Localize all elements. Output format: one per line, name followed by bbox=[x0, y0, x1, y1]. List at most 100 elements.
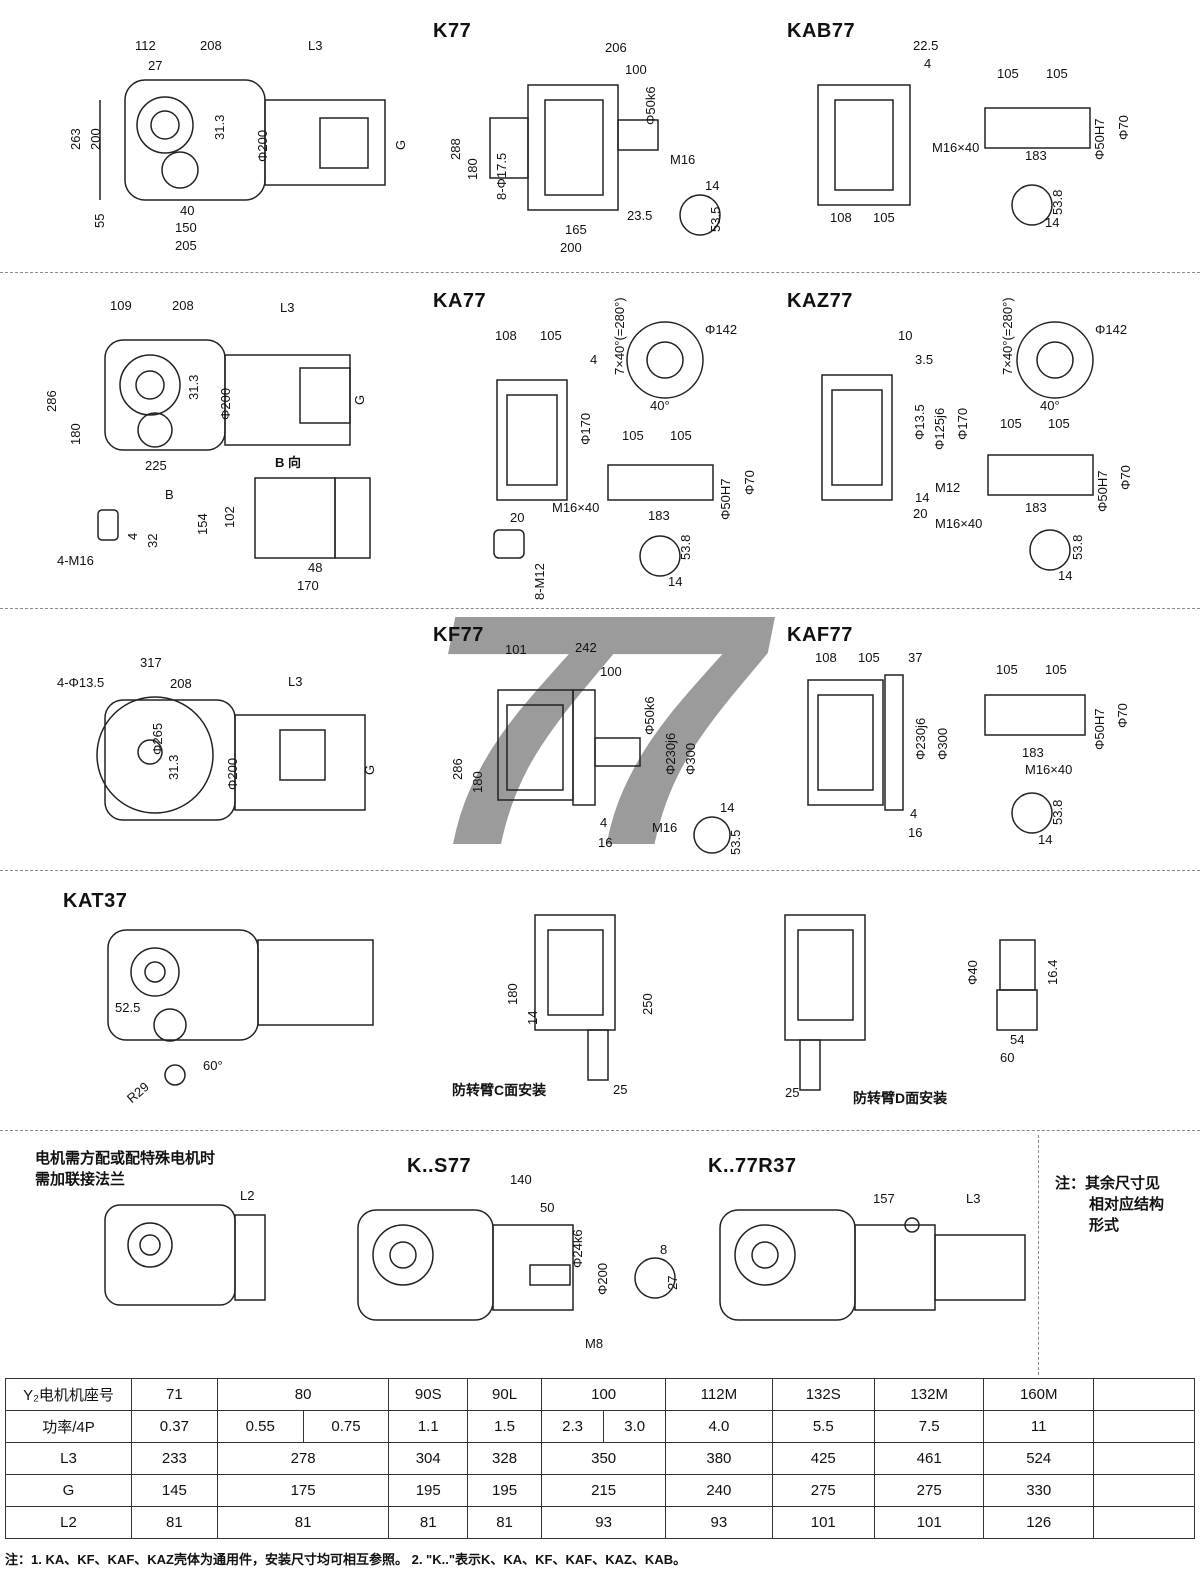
dim-label: 105 bbox=[873, 210, 895, 225]
dim-label: 105 bbox=[622, 428, 644, 443]
k77-front-view bbox=[489, 84, 721, 236]
dim-label: 20 bbox=[510, 510, 525, 525]
dim-label: 53.8 bbox=[1050, 799, 1065, 825]
title-ks77: K..S77 bbox=[407, 1155, 472, 1177]
dim-label: 8-M12 bbox=[532, 563, 547, 600]
dim-label: 7×40°(=280°) bbox=[612, 297, 627, 375]
section-divider bbox=[0, 870, 1200, 871]
torque-arm-c-label: 防转臂C面安装 bbox=[452, 1082, 547, 1098]
dim-label: 242 bbox=[575, 640, 597, 655]
dim-label: 105 bbox=[540, 328, 562, 343]
dim-label: 109 bbox=[110, 298, 132, 313]
table-empty-cell bbox=[1093, 1410, 1195, 1443]
dim-label: 25 bbox=[613, 1082, 628, 1097]
table-cell: 1.5 bbox=[467, 1410, 543, 1443]
table-empty-cell bbox=[1093, 1474, 1195, 1507]
table-cell: 461 bbox=[873, 1442, 985, 1475]
ka77-front-view bbox=[493, 321, 714, 577]
dim-label: 4 bbox=[590, 352, 598, 367]
dim-label: 105 bbox=[1046, 66, 1068, 81]
dim-label: 317 bbox=[140, 655, 162, 670]
dim-label: Φ200 bbox=[225, 757, 240, 790]
table-cell: 425 bbox=[771, 1442, 875, 1475]
dim-label: 54 bbox=[1010, 1032, 1025, 1047]
table-cell: 0.37 bbox=[131, 1410, 218, 1443]
dim-label: 27 bbox=[148, 58, 163, 73]
table-cell: 1.1 bbox=[388, 1410, 469, 1443]
dim-label: 180 bbox=[470, 771, 485, 793]
table-cell: 93 bbox=[665, 1506, 773, 1539]
k77-side-view bbox=[99, 79, 386, 201]
dim-label: 263 bbox=[68, 128, 83, 150]
dim-label: 20 bbox=[913, 506, 928, 521]
dim-label: 180 bbox=[465, 158, 480, 180]
dim-label: 14 bbox=[705, 178, 720, 193]
dim-label: 225 bbox=[145, 458, 167, 473]
dim-label: 208 bbox=[170, 676, 192, 691]
dim-label: 183 bbox=[1025, 500, 1047, 515]
dim-label: 108 bbox=[815, 650, 837, 665]
dim-label: L3 bbox=[288, 674, 303, 689]
title-k77: K77 bbox=[433, 20, 472, 42]
table-cell: 5.5 bbox=[771, 1410, 875, 1443]
dim-label: Φ40 bbox=[965, 960, 980, 985]
torque-arm-d-label: 防转臂D面安装 bbox=[853, 1090, 948, 1106]
dim-label: 140 bbox=[510, 1172, 532, 1187]
dim-label: 10 bbox=[898, 328, 913, 343]
title-ka77: KA77 bbox=[433, 290, 487, 312]
dim-label: M16 bbox=[652, 820, 678, 835]
dim-label: Φ230j6 bbox=[913, 717, 928, 760]
table-cell: 0.55 bbox=[216, 1410, 304, 1443]
dim-label: G bbox=[393, 139, 408, 150]
dim-label: 53.8 bbox=[678, 534, 693, 560]
dim-label: M16×40 bbox=[935, 516, 983, 531]
table-cell: 195 bbox=[467, 1474, 543, 1507]
dim-label: 4 bbox=[125, 532, 140, 540]
dim-label: Φ70 bbox=[1116, 115, 1131, 140]
table-cell: 81 bbox=[131, 1506, 218, 1539]
dim-label: 16 bbox=[598, 835, 613, 850]
dim-label: 40 bbox=[180, 203, 195, 218]
dim-label: Φ50H7 bbox=[718, 478, 733, 520]
flange-note-line1: 电机需方配或配特殊电机时 bbox=[35, 1150, 216, 1167]
dim-label: 183 bbox=[1025, 148, 1047, 163]
dim-label: 52.5 bbox=[115, 1000, 141, 1015]
dim-label: Φ200 bbox=[218, 387, 233, 420]
side-note-line1: 注：其余尺寸见 bbox=[1055, 1175, 1161, 1192]
dim-label: 53.5 bbox=[708, 206, 723, 232]
dim-label: Φ24k6 bbox=[570, 1229, 585, 1268]
dim-label: 205 bbox=[175, 238, 197, 253]
dim-label: M16 bbox=[670, 152, 696, 167]
table-cell: 304 bbox=[388, 1442, 469, 1475]
table-cell: 275 bbox=[771, 1474, 875, 1507]
side-note-divider bbox=[1038, 1135, 1039, 1375]
table-cell: 132M bbox=[873, 1378, 985, 1411]
dim-label: 4-Φ13.5 bbox=[57, 675, 105, 690]
dim-label: 108 bbox=[830, 210, 852, 225]
table-cell: 81 bbox=[216, 1506, 390, 1539]
dim-label: 53.8 bbox=[1070, 534, 1085, 560]
dim-label: 102 bbox=[222, 506, 237, 528]
dim-label: 40° bbox=[650, 398, 670, 413]
kaf77-views bbox=[807, 674, 1086, 834]
dim-label: 165 bbox=[565, 222, 587, 237]
dim-label: 108 bbox=[495, 328, 517, 343]
dim-label: G bbox=[352, 394, 367, 405]
dim-label: 14 bbox=[668, 574, 683, 589]
table-cell: 132S bbox=[771, 1378, 875, 1411]
dim-label: 250 bbox=[640, 993, 655, 1015]
dim-label: 31.3 bbox=[186, 374, 201, 400]
dim-label: M12 bbox=[935, 480, 961, 495]
dim-label: Φ50H7 bbox=[1092, 708, 1107, 750]
table-cell: 0.75 bbox=[302, 1410, 390, 1443]
dim-label: Φ170 bbox=[955, 407, 970, 440]
dim-label: Φ13.5 bbox=[912, 404, 927, 440]
table-empty-cell bbox=[1093, 1378, 1195, 1411]
dim-label: 183 bbox=[648, 508, 670, 523]
dim-label: 7×40°(=280°) bbox=[1000, 297, 1015, 375]
table-cell: 81 bbox=[467, 1506, 543, 1539]
dim-label: 157 bbox=[873, 1191, 895, 1206]
table-cell: 112M bbox=[665, 1378, 773, 1411]
